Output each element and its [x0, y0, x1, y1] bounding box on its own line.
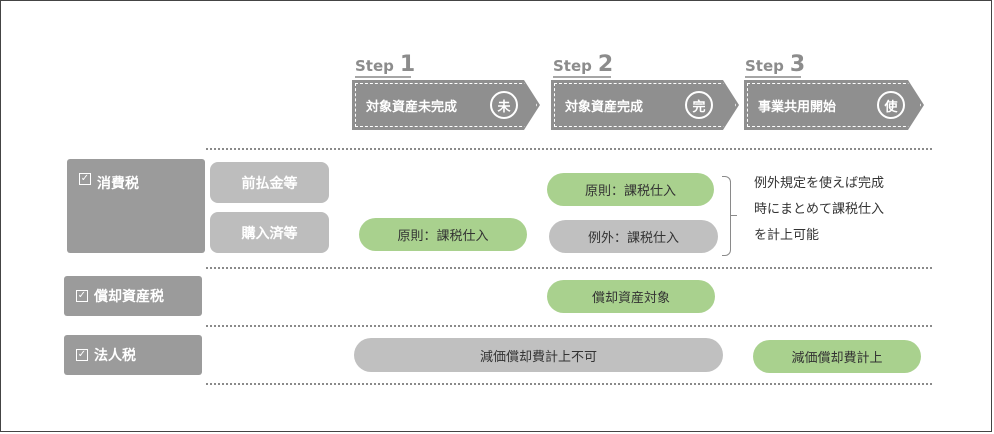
step2-principle-pill: 原則：課税仕入	[547, 173, 714, 206]
step2-exception-pill: 例外：課税仕入	[549, 220, 718, 253]
category-consumption-tax: ✓ 消費税	[67, 159, 205, 253]
depreciable-asset-pill: 償却資産対象	[547, 280, 715, 313]
category-depreciable-asset-tax: ✓ 償却資産税	[64, 276, 202, 316]
depreciation-recorded-pill: 減価償却費計上	[753, 340, 921, 373]
note-line: 例外規定を使えば完成	[754, 176, 885, 191]
exception-note: 例外規定を使えば完成 時にまとめて課税仕入 を計上可能	[754, 171, 924, 249]
category-label: 償却資産税	[94, 289, 164, 305]
note-line: を計上可能	[754, 228, 820, 243]
note-line: 時にまとめて課税仕入	[754, 202, 885, 217]
row-divider	[206, 325, 932, 327]
row-divider	[206, 383, 932, 385]
step-underline	[553, 76, 611, 78]
step-underline	[355, 76, 411, 78]
row-divider	[206, 148, 932, 150]
checkbox-icon: ✓	[79, 173, 91, 185]
brace-tick	[731, 215, 737, 216]
depreciation-not-allowed-pill: 減価償却費計上不可	[354, 338, 723, 372]
category-corporate-tax: ✓ 法人税	[64, 335, 202, 375]
category-label: 法人税	[94, 348, 136, 364]
step-1-label: 対象資産未完成	[366, 99, 458, 115]
step-1-heading: Step 1	[355, 52, 415, 77]
step-word: Step	[355, 57, 394, 75]
category-label: 消費税	[97, 176, 139, 192]
subcategory-prepaid: 前払金等	[210, 162, 329, 203]
step1-principle-pill: 原則：課税仕入	[359, 218, 527, 251]
step-word: Step	[745, 57, 784, 75]
step-number: 1	[399, 52, 416, 77]
step-word: Step	[553, 57, 592, 75]
brace	[722, 176, 731, 256]
step-3-badge: 使	[877, 91, 905, 119]
step-2-badge: 完	[685, 91, 713, 119]
checkbox-icon: ✓	[76, 290, 88, 302]
step-2-heading: Step 2	[553, 52, 613, 77]
checkbox-icon: ✓	[76, 349, 88, 361]
step-underline	[745, 76, 801, 78]
step-3-label: 事業共用開始	[758, 99, 837, 115]
subcategory-purchased: 購入済等	[210, 212, 329, 253]
step-number: 3	[789, 52, 806, 77]
step-3-heading: Step 3	[745, 52, 805, 77]
row-divider	[206, 267, 932, 269]
step-2-label: 対象資産完成	[565, 99, 644, 115]
step-1-badge: 未	[490, 91, 518, 119]
step-number: 2	[597, 52, 614, 77]
